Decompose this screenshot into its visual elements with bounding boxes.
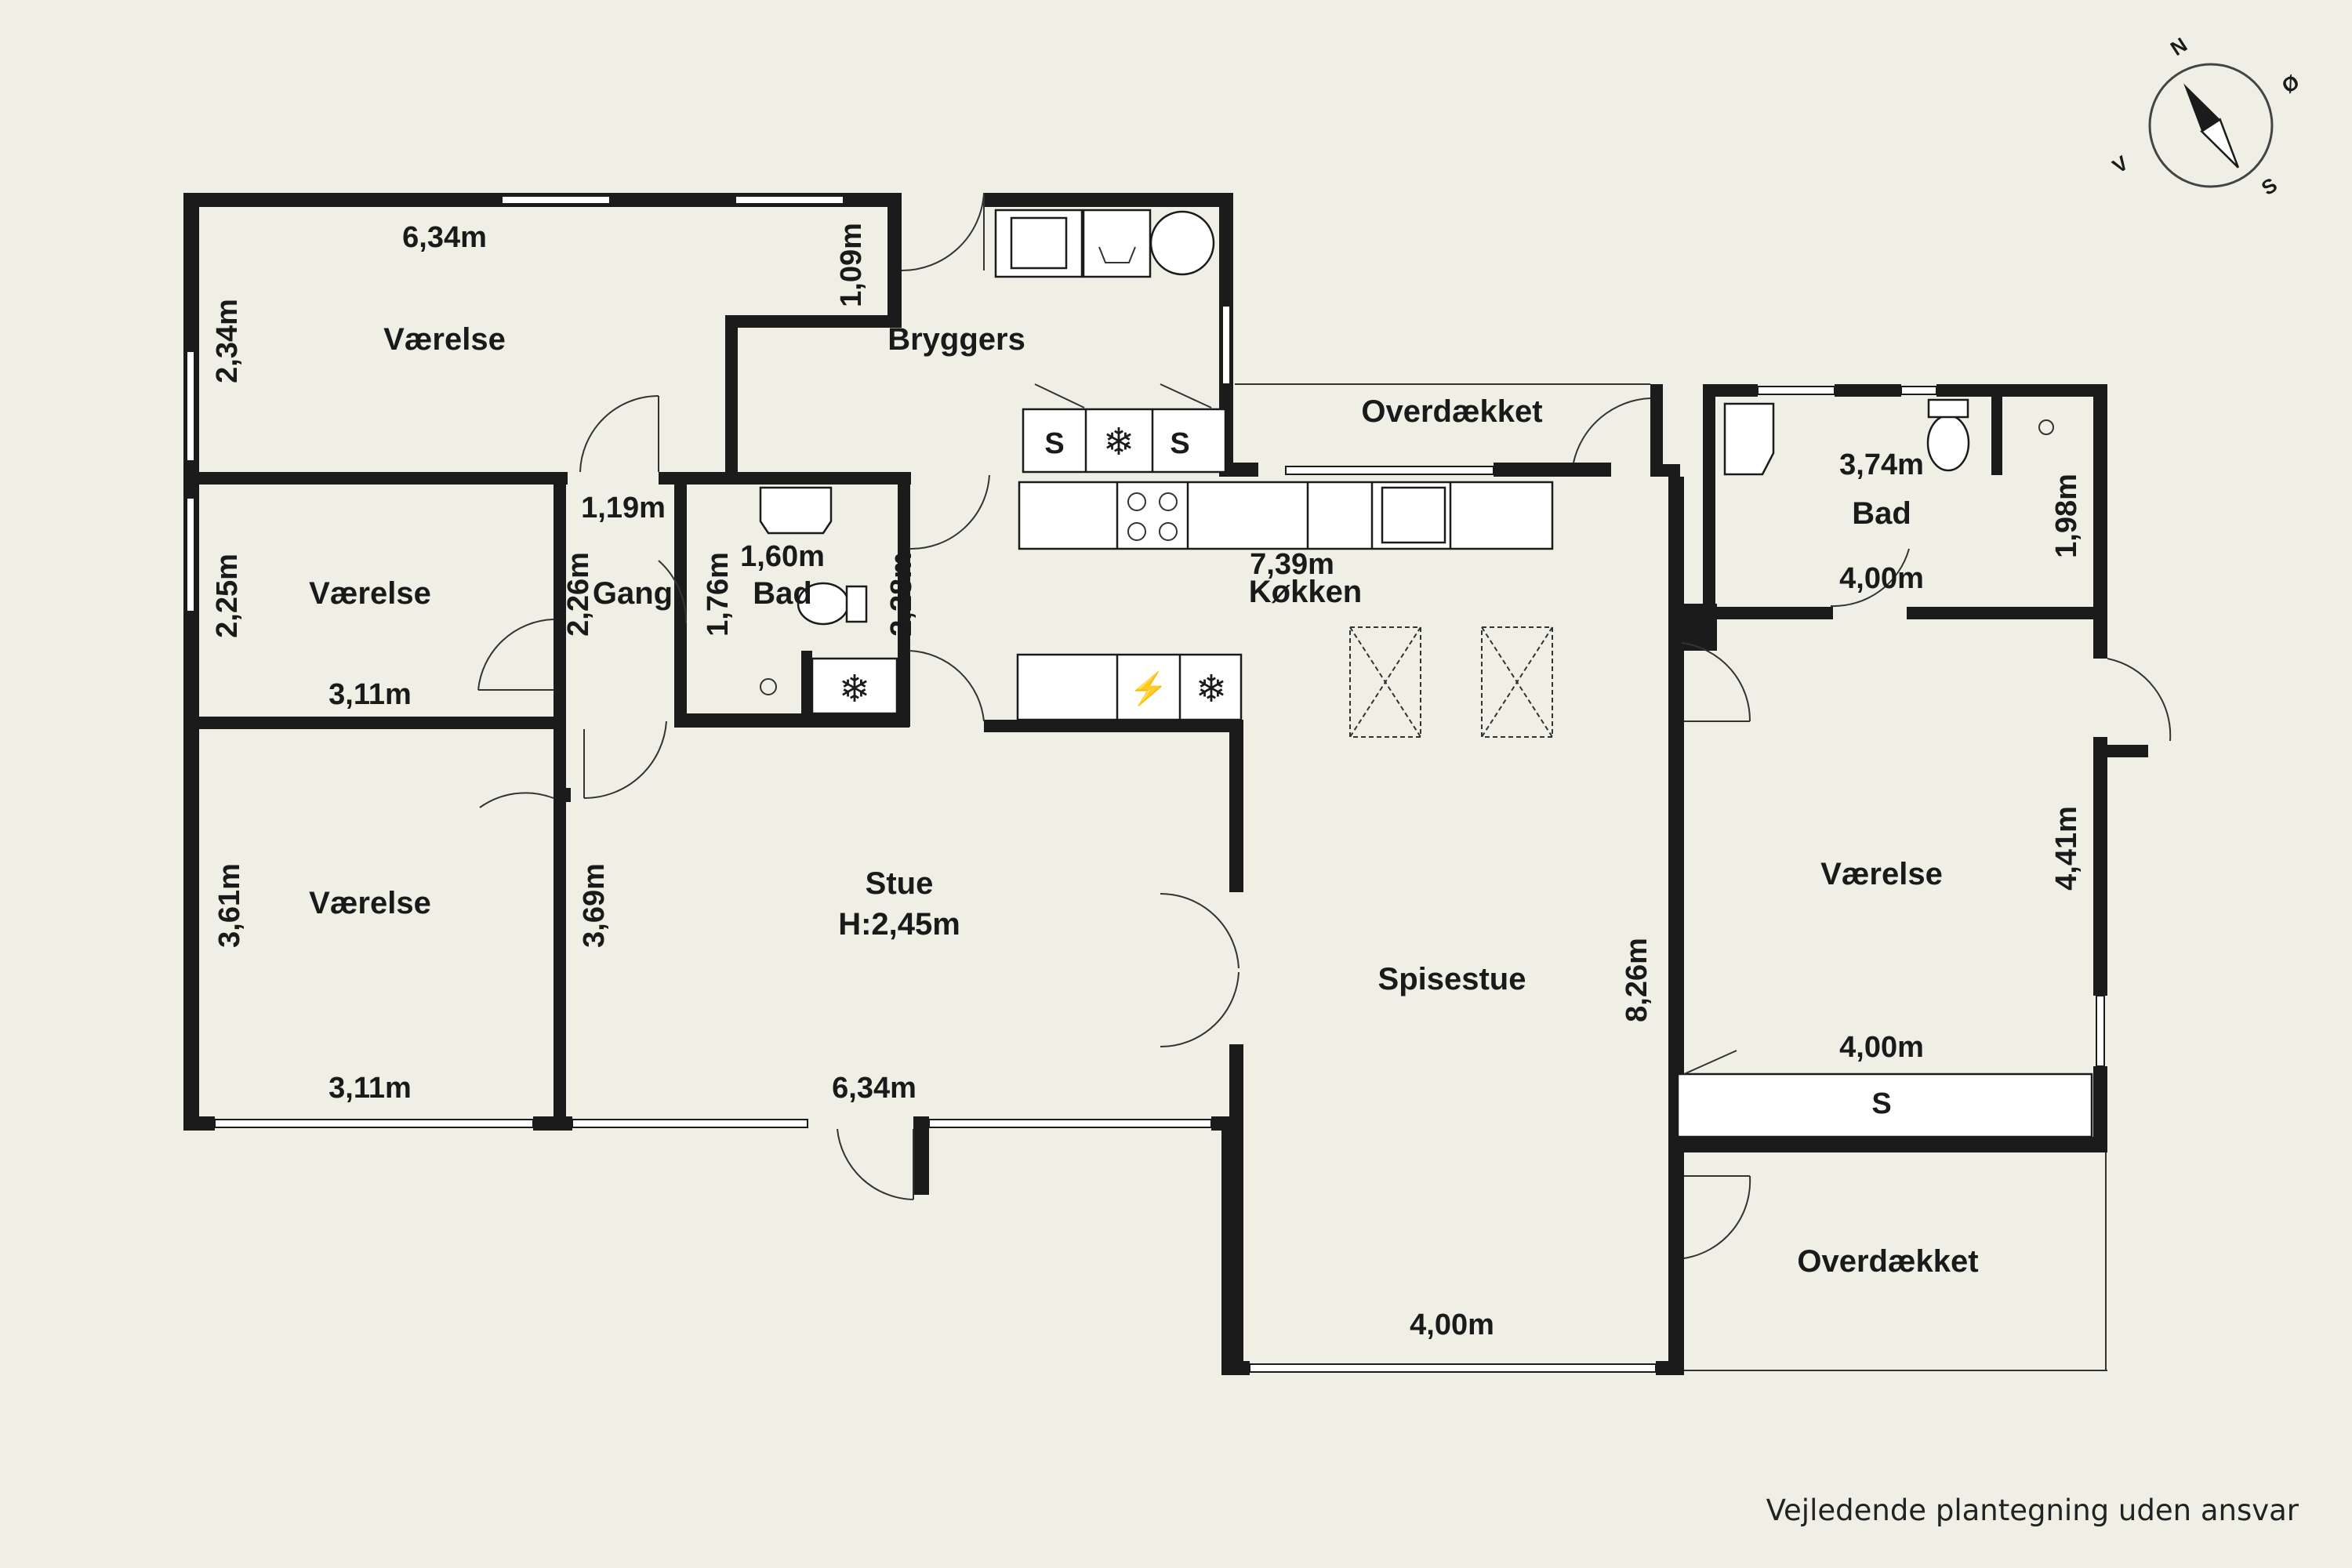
dim-koekken-width: 7,39m <box>1250 548 1334 581</box>
walls <box>183 193 2148 1375</box>
dimension-labels: 6,34m 2,34m 1,09m 2,25m 3,11m 1,19m 2,26… <box>211 221 2083 1341</box>
room-spisestue: Spisestue <box>1378 962 1526 996</box>
room-bad-1: Bad <box>753 576 812 611</box>
compass-ring <box>2148 63 2274 188</box>
room-bryggers: Bryggers <box>887 322 1025 357</box>
compass-o: Ø <box>2278 70 2303 98</box>
dim-stue-width: 6,34m <box>832 1072 916 1105</box>
cabinet-s-2: S <box>1170 427 1189 460</box>
dim-v4-depth: 4,41m <box>2050 806 2083 891</box>
room-gang: Gang <box>593 576 673 611</box>
fridge-icon: ❄ <box>1196 669 1227 710</box>
dim-v1-depth: 2,34m <box>211 299 244 383</box>
dim-v4-width: 4,00m <box>1839 1031 1924 1064</box>
room-vaerelse-2: Værelse <box>309 576 431 611</box>
dim-bad1-width: 1,60m <box>740 540 825 573</box>
dim-v2-width: 3,11m <box>328 678 412 711</box>
room-vaerelse-4: Værelse <box>1820 857 1943 891</box>
freezer-icon: ❄ <box>1103 422 1134 463</box>
dim-stue-depth: 3,69m <box>578 863 611 948</box>
dim-bad2-width: 4,00m <box>1839 562 1924 595</box>
room-bad-2: Bad <box>1852 496 1911 531</box>
dim-bad2-depth: 1,98m <box>2050 474 2083 558</box>
compass-n: N <box>2166 33 2191 60</box>
dim-v1-width: 6,34m <box>402 221 487 254</box>
room-koekken: Køkken <box>1249 575 1363 609</box>
windows <box>186 195 2105 1373</box>
compass-s: S <box>2257 172 2281 200</box>
room-stue: Stue <box>866 866 934 901</box>
wardrobe-s: S <box>1871 1087 1891 1120</box>
dim-gang-width: 1,19m <box>581 492 666 524</box>
room-overdaekket-top: Overdækket <box>1361 394 1542 429</box>
bad1-freezer-icon: ❄ <box>839 669 870 710</box>
disclaimer-text: Vejledende plantegning uden ansvar <box>1766 1494 2299 1527</box>
room-vaerelse-1: Værelse <box>383 322 506 357</box>
compass: N Ø S V <box>2108 33 2303 200</box>
cabinet-s-1: S <box>1044 427 1064 460</box>
compass-needle-south <box>2200 118 2240 169</box>
dim-bad1-depth: 1,76m <box>702 552 735 637</box>
dim-v3-width: 3,11m <box>328 1072 412 1105</box>
doors <box>477 192 2172 1259</box>
dim-spisestue-width: 4,00m <box>1410 1308 1494 1341</box>
dim-v2-depth: 2,25m <box>211 554 244 638</box>
dim-spisestue-depth: 8,26m <box>1621 938 1653 1022</box>
room-stue-height: H:2,45m <box>838 907 960 942</box>
dishwasher-icon: ⚡ <box>1129 670 1168 707</box>
room-overdaekket-bottom: Overdækket <box>1797 1244 1978 1279</box>
dim-hall-depth: 2,28m <box>885 552 918 637</box>
covered-outlines <box>1235 383 2107 1371</box>
fixtures: S S ❄ ⚡ ❄ ❄ <box>759 209 2093 1138</box>
compass-needle-north <box>2183 83 2220 132</box>
dim-v3-depth: 3,61m <box>213 863 246 948</box>
room-labels: Værelse Bryggers Overdækket Værelse Gang… <box>309 322 1978 1279</box>
dim-bad2-width-top: 3,74m <box>1839 448 1924 481</box>
room-vaerelse-3: Værelse <box>309 886 431 920</box>
compass-v: V <box>2108 151 2132 178</box>
dim-gang-depth: 2,26m <box>562 552 595 637</box>
dim-bryggers-depth: 1,09m <box>835 223 868 307</box>
